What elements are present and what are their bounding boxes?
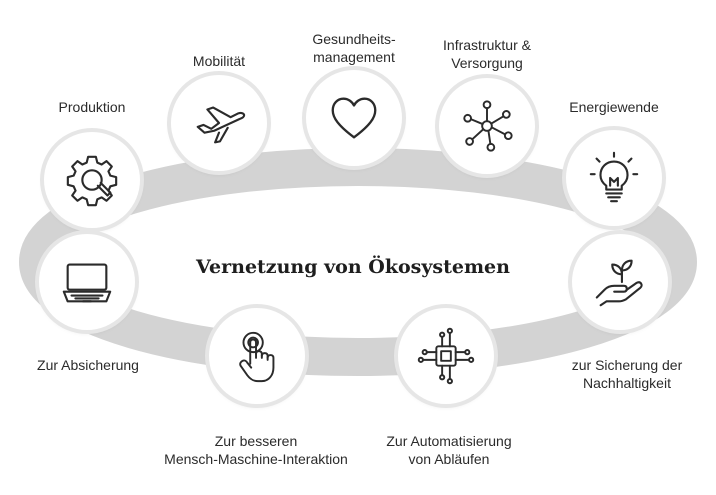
node-infrastruktur bbox=[439, 78, 535, 174]
label-automatisierung: Zur Automatisierung von Abläufen bbox=[386, 433, 512, 467]
label-interaktion: Zur besseren Mensch-Maschine-Interaktion bbox=[164, 433, 348, 467]
node-mobilitaet bbox=[171, 75, 267, 171]
label-produktion: Produktion bbox=[58, 99, 126, 115]
laptop-icon bbox=[62, 263, 112, 303]
node-produktion bbox=[44, 132, 140, 228]
label-infrastruktur: Infrastruktur & Versorgung bbox=[443, 37, 531, 71]
label-mobilitaet: Mobilität bbox=[192, 53, 246, 69]
node-energie bbox=[566, 130, 662, 226]
airplane-icon bbox=[196, 106, 246, 144]
node-interaktion bbox=[209, 308, 305, 404]
gear-wrench-icon bbox=[66, 155, 118, 207]
node-gesundheit bbox=[306, 70, 402, 166]
label-gesundheit: Gesundheits- management bbox=[312, 31, 396, 65]
node-automatisierung bbox=[398, 308, 494, 404]
circuit-chip-icon bbox=[417, 327, 475, 385]
network-hub-icon bbox=[463, 100, 513, 152]
light-bulb-icon bbox=[589, 151, 639, 203]
label-energie: Energiewende bbox=[569, 99, 659, 115]
node-absicherung bbox=[39, 234, 135, 330]
node-nachhaltigkeit bbox=[572, 234, 668, 330]
ring-band bbox=[19, 148, 697, 376]
hand-plant-icon bbox=[595, 259, 643, 307]
label-absicherung: Zur Absicherung bbox=[37, 357, 139, 373]
diagram-title: Vernetzung von Ökosystemen bbox=[196, 256, 510, 278]
touch-hand-icon bbox=[239, 331, 275, 383]
heart-icon bbox=[331, 97, 377, 139]
label-nachhaltigkeit: zur Sicherung der Nachhaltigkeit bbox=[571, 357, 683, 391]
